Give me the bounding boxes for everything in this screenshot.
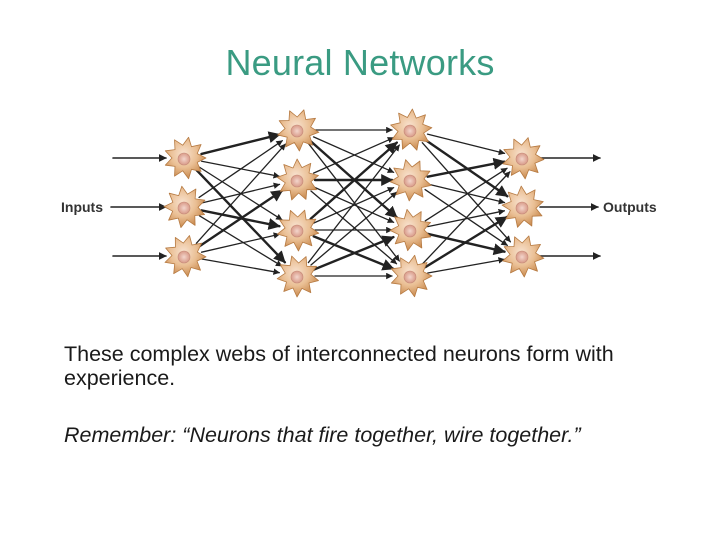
neurons-group [163, 108, 545, 298]
neuron-icon [389, 159, 432, 202]
connection-arrow [200, 232, 281, 253]
neuron-nucleus [290, 174, 304, 188]
connection-arrow [424, 215, 509, 269]
connection-arrow [422, 171, 511, 265]
neuron-icon [163, 185, 206, 228]
neuron-nucleus [515, 250, 529, 264]
connection-arrow [312, 136, 395, 173]
neuron-icon [276, 158, 319, 201]
connection-arrow [197, 189, 284, 248]
connection-arrow [312, 137, 395, 174]
body-text: These complex webs of interconnected neu… [64, 342, 614, 390]
connection-arrow [309, 141, 398, 220]
io-arrows-group [110, 154, 601, 260]
neuron-nucleus [177, 201, 191, 215]
connection-arrow [426, 183, 506, 205]
neuron-icon [164, 235, 207, 278]
neuron-nucleus [177, 250, 191, 264]
connection-arrow [312, 187, 395, 224]
neuron-nucleus [515, 201, 529, 215]
neuron-nucleus [403, 124, 417, 138]
neuron-nucleus [290, 224, 304, 238]
connection-arrow [426, 157, 506, 178]
connection-arrow [312, 235, 395, 271]
neuron-icon [502, 235, 545, 278]
slide-title: Neural Networks [225, 42, 495, 83]
neuron-icon [164, 136, 207, 180]
connection-arrow [201, 258, 280, 275]
connection-arrow [195, 143, 286, 244]
neuron-icon [276, 255, 319, 298]
neuron-nucleus [403, 270, 417, 284]
neuron-nucleus [515, 152, 529, 166]
neuron-nucleus [403, 174, 417, 188]
neuron-nucleus [290, 124, 304, 138]
connection-arrow [195, 169, 287, 264]
quote-text: Remember: “Neurons that fire together, w… [64, 423, 581, 447]
connection-arrow [200, 131, 281, 156]
neuron-icon [277, 109, 320, 152]
connection-arrow [426, 133, 506, 156]
neuron-nucleus [403, 224, 417, 238]
neuron-nucleus [177, 152, 191, 166]
neuron-nucleus [290, 270, 304, 284]
neuron-icon [390, 254, 433, 298]
neuron-icon [277, 209, 320, 252]
neuron-icon [389, 209, 432, 252]
connection-arrow [310, 190, 398, 265]
outputs-label: Outputs [603, 199, 657, 215]
connection-arrow [310, 191, 398, 266]
connections-group [195, 126, 512, 280]
connection-arrow [307, 144, 401, 264]
neuron-icon [501, 185, 544, 228]
neural-network-diagram: Inputs Outputs [55, 108, 680, 308]
connection-arrow [424, 167, 508, 222]
neural-network-svg: Inputs Outputs [61, 108, 657, 298]
connection-arrow [198, 140, 283, 199]
neuron-icon [502, 137, 545, 180]
connection-arrow [427, 257, 505, 274]
inputs-label: Inputs [61, 199, 103, 215]
connection-arrow [423, 138, 509, 198]
neuron-icon [390, 108, 433, 151]
connection-arrow [421, 142, 512, 243]
